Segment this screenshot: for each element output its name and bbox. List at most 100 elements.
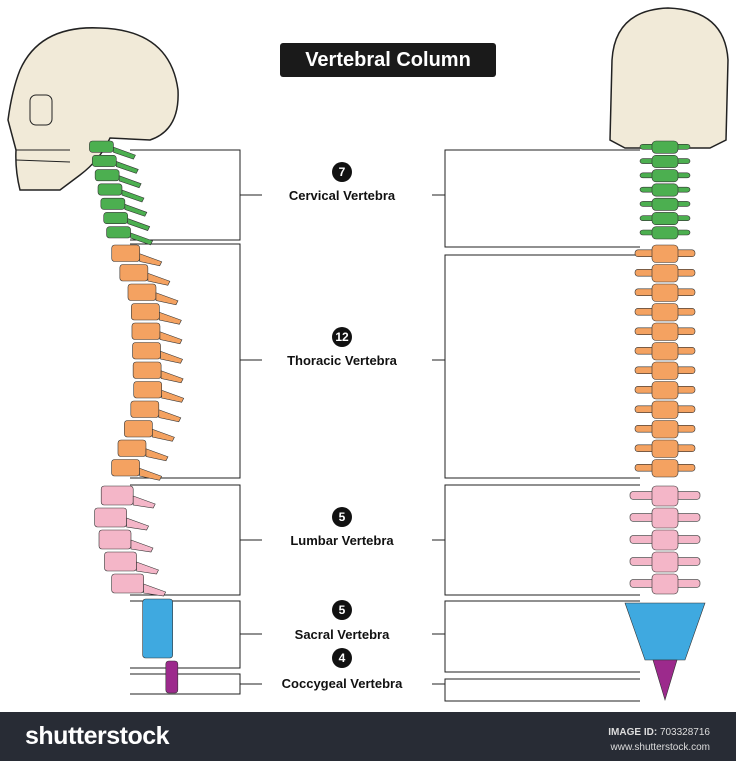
lumbar-vertebra-back — [651, 507, 679, 529]
skull-side-view — [7, 27, 179, 191]
thoracic-spinous-process — [139, 253, 163, 267]
thoracic-vertebra-back — [651, 381, 679, 400]
thoracic-spinous-process — [159, 311, 182, 325]
thoracic-spinous-process — [145, 448, 169, 462]
coccyx-back — [652, 659, 678, 702]
cervical-spinous-process — [124, 203, 148, 217]
sacrum-back — [624, 602, 706, 661]
thoracic-vertebra-back — [651, 322, 679, 341]
thoracic-vertebra-back — [651, 439, 679, 458]
cervical-spinous-process — [121, 189, 145, 203]
lumbar-left-box — [130, 484, 262, 596]
sacral-left-box — [130, 600, 262, 669]
sacral-vertebra-side — [142, 598, 173, 659]
cervical-vertebra-side — [94, 169, 120, 182]
thoracic-vertebra-side — [131, 303, 160, 321]
lumbar-spinous-process — [136, 561, 159, 575]
thoracic-vertebra-side — [133, 381, 163, 399]
thoracic-vertebra-back — [651, 361, 679, 380]
thoracic-vertebra-side — [130, 400, 160, 418]
coccygeal-label: Coccygeal Vertebra — [281, 676, 403, 691]
cervical-vertebra-side — [89, 140, 114, 153]
cervical-vertebra-back — [651, 140, 679, 154]
sacral-label: Sacral Vertebra — [294, 627, 390, 642]
lumbar-count-badge: 5 — [332, 507, 352, 527]
cervical-vertebra-side — [100, 197, 126, 210]
thoracic-vertebra-side — [132, 361, 162, 379]
thoracic-count-badge: 12 — [332, 327, 352, 347]
skull-back-view — [609, 7, 729, 149]
image-id: 703328716 — [659, 727, 710, 738]
thoracic-spinous-process — [158, 409, 182, 423]
lumbar-vertebra-side — [100, 485, 134, 506]
thoracic-spinous-process — [147, 272, 171, 286]
lumbar-vertebra-back — [651, 529, 679, 551]
lumbar-spinous-process — [132, 495, 156, 509]
cervical-spinous-process — [113, 146, 136, 160]
lumbar-vertebra-side — [94, 507, 127, 528]
cervical-vertebra-back — [651, 226, 679, 240]
thoracic-vertebra-back — [651, 244, 679, 263]
cervical-vertebra-back — [651, 154, 679, 168]
cervical-spinous-process — [115, 161, 139, 174]
cervical-vertebra-back — [651, 169, 679, 183]
cervical-right-box — [432, 149, 640, 248]
cervical-vertebra-back — [651, 212, 679, 226]
image-id-label: IMAGE ID: — [608, 727, 658, 738]
cervical-vertebra-back — [651, 197, 679, 211]
sacral-right-box — [432, 600, 640, 673]
thoracic-vertebra-side — [127, 283, 157, 301]
thoracic-spinous-process — [161, 389, 185, 403]
thoracic-spinous-process — [152, 428, 175, 442]
cervical-vertebra-side — [91, 154, 117, 167]
cervical-spinous-process — [118, 175, 142, 189]
coccygeal-vertebra-side — [165, 660, 179, 694]
thoracic-vertebra-side — [117, 439, 147, 457]
thoracic-vertebra-back — [651, 264, 679, 283]
thoracic-vertebra-back — [651, 283, 679, 302]
cervical-left-box — [130, 149, 262, 241]
coccygeal-count-badge: 4 — [332, 648, 352, 668]
cervical-vertebra-back — [651, 183, 679, 197]
thoracic-left-box — [130, 243, 262, 479]
thoracic-vertebra-back — [651, 303, 679, 322]
lumbar-vertebra-side — [111, 573, 144, 594]
lumbar-vertebra-back — [651, 485, 679, 507]
cervical-count-badge: 7 — [332, 162, 352, 182]
thoracic-vertebra-back — [651, 400, 679, 419]
thoracic-vertebra-side — [132, 342, 161, 360]
lumbar-spinous-process — [130, 539, 154, 553]
thoracic-vertebra-side — [111, 459, 140, 477]
lumbar-vertebra-side — [98, 529, 132, 550]
thoracic-vertebra-side — [131, 322, 161, 340]
shutterstock-logo: shutterstock — [25, 722, 170, 750]
footer-bar: shutterstock IMAGE ID: 703328716 www.shu… — [0, 712, 736, 761]
lumbar-vertebra-side — [104, 551, 137, 572]
cervical-vertebra-side — [103, 212, 129, 225]
lumbar-right-box — [432, 484, 640, 596]
thoracic-vertebra-side — [119, 264, 149, 282]
thoracic-spinous-process — [160, 370, 184, 384]
thoracic-spinous-process — [160, 350, 183, 364]
thoracic-vertebra-back — [651, 459, 679, 478]
sacral-count-badge: 5 — [332, 600, 352, 620]
image-info: IMAGE ID: 703328716 www.shutterstock.com — [608, 725, 710, 755]
cervical-vertebra-side — [106, 226, 131, 239]
coccygeal-left-box — [130, 673, 262, 695]
thoracic-spinous-process — [155, 292, 179, 306]
thoracic-spinous-process — [159, 331, 183, 345]
lumbar-vertebra-back — [651, 551, 679, 573]
thoracic-vertebra-side — [111, 244, 141, 262]
diagram-title: Vertebral Column — [280, 43, 496, 77]
thoracic-vertebra-side — [124, 420, 153, 438]
cervical-vertebra-side — [97, 183, 123, 196]
thoracic-vertebra-back — [651, 420, 679, 439]
cervical-label: Cervical Vertebra — [288, 188, 396, 203]
lumbar-label: Lumbar Vertebra — [290, 533, 394, 548]
thoracic-label: Thoracic Vertebra — [287, 353, 397, 368]
thoracic-right-box — [432, 254, 640, 479]
coccygeal-right-box — [432, 678, 640, 702]
lumbar-spinous-process — [126, 517, 150, 531]
site-url: www.shutterstock.com — [610, 742, 710, 753]
thoracic-vertebra-back — [651, 342, 679, 361]
